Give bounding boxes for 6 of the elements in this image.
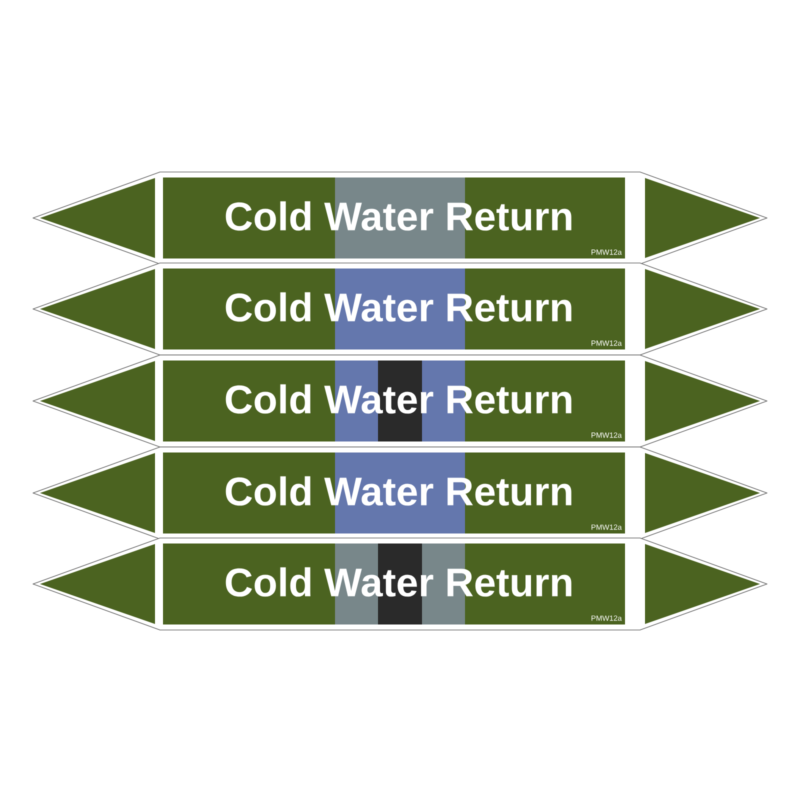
pipe-marker xyxy=(32,446,768,540)
pipe-marker xyxy=(32,354,768,448)
pipe-marker xyxy=(32,538,768,630)
marker-text: Cold Water Return xyxy=(226,567,572,597)
pipe-marker xyxy=(32,262,768,356)
pipe-marker xyxy=(32,172,768,264)
